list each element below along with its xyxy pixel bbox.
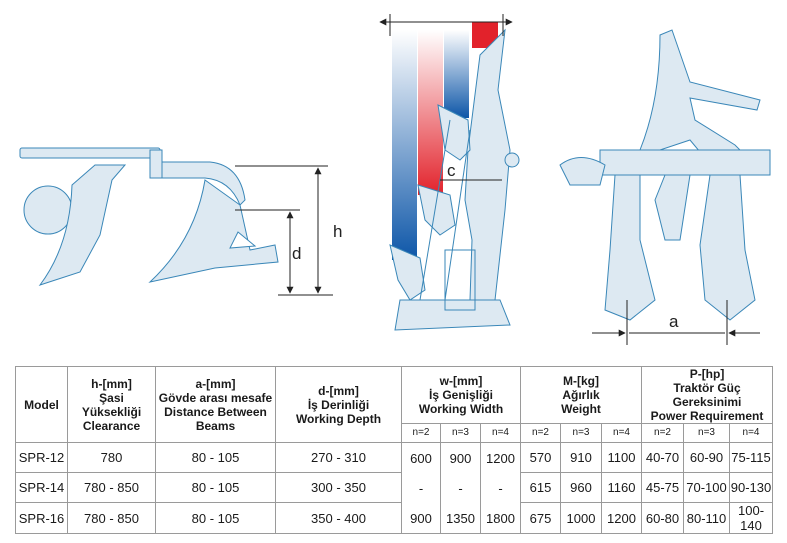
- cell-m-n2: 615: [520, 472, 562, 503]
- header-p: P-[hp] Traktör Güç Gereksinimi Power Req…: [641, 366, 774, 424]
- header-model: Model: [15, 366, 68, 443]
- sub-m-n4: n=4: [601, 423, 643, 443]
- cell-m-n4: 1200: [601, 502, 643, 534]
- header-a: a-[mm] Gövde arası mesafe Distance Betwe…: [155, 366, 276, 443]
- cell-width-n4: 1200 - 1800: [479, 442, 522, 534]
- cell-model: SPR-14: [15, 472, 68, 503]
- sub-p-n2: n=2: [641, 423, 685, 443]
- cell-width-n2: 600 - 900: [401, 442, 441, 534]
- cell-p-n3: 70-100: [683, 472, 731, 503]
- cell-p-n2: 45-75: [641, 472, 685, 503]
- cell-a: 80 - 105: [155, 472, 276, 503]
- header-w: w-[mm] İş Genişliği Working Width: [400, 366, 522, 424]
- cell-m-n3: 1000: [560, 502, 603, 534]
- cell-m-n4: 1100: [601, 442, 643, 473]
- cell-p-n2: 40-70: [641, 442, 685, 473]
- cell-m-n3: 910: [560, 442, 603, 473]
- cell-h: 780 - 850: [67, 502, 156, 534]
- table-row: SPR-12 780 80 - 105 270 - 310 600 - 900 …: [15, 442, 774, 534]
- sub-p-n3: n=3: [683, 423, 731, 443]
- plough-diagram: h d c: [19, 14, 771, 345]
- cell-p-n4: 75-115: [729, 442, 774, 473]
- cell-h: 780 - 850: [67, 472, 156, 503]
- cell-p-n2: 60-80: [641, 502, 685, 534]
- header-d: d-[mm] İş Derinliği Working Depth: [275, 366, 402, 443]
- cell-p-n4: 90-130: [729, 472, 774, 503]
- sub-w-n2: n=2: [401, 423, 441, 443]
- dimension-lines-side: [235, 165, 333, 296]
- dimension-h-label: h: [333, 222, 342, 241]
- cell-model: SPR-16: [15, 502, 68, 534]
- cell-h: 780: [67, 442, 156, 473]
- sub-w-n4: n=4: [479, 423, 522, 443]
- cell-p-n3: 80-110: [683, 502, 731, 534]
- cell-m-n4: 1160: [601, 472, 643, 503]
- table-row: SPR-16 780 - 850 80 - 105 350 - 400 675 …: [15, 502, 774, 534]
- dimension-a-label: a: [669, 312, 679, 331]
- specification-table: Model h-[mm] Şasi Yüksekliği Clearance a…: [15, 366, 774, 534]
- cell-d: 350 - 400: [275, 502, 402, 534]
- cell-model: SPR-12: [15, 442, 68, 473]
- cell-a: 80 - 105: [155, 442, 276, 473]
- cell-m-n3: 960: [560, 472, 603, 503]
- sub-m-n3: n=3: [560, 423, 603, 443]
- sub-p-n4: n=4: [729, 423, 774, 443]
- sub-w-n3: n=3: [440, 423, 481, 443]
- table-row: SPR-14 780 - 850 80 - 105 300 - 350 615 …: [15, 472, 774, 503]
- header-h: h-[mm] Şasi Yüksekliği Clearance: [67, 366, 156, 443]
- header-m: M-[kg] Ağırlık Weight: [520, 366, 643, 424]
- cell-width-n3: 900 - 1350: [440, 442, 481, 534]
- cell-m-n2: 675: [520, 502, 562, 534]
- rear-view: [559, 29, 771, 321]
- top-view: [389, 22, 520, 331]
- sub-m-n2: n=2: [520, 423, 562, 443]
- cell-a: 80 - 105: [155, 502, 276, 534]
- dimension-c-label: c: [447, 161, 456, 180]
- side-view: [19, 147, 279, 286]
- cell-p-n4: 100-140: [729, 502, 774, 534]
- dimension-lines-rear: [592, 300, 760, 345]
- dimension-lines-top: [379, 14, 513, 181]
- cell-m-n2: 570: [520, 442, 562, 473]
- cell-d: 300 - 350: [275, 472, 402, 503]
- cell-p-n3: 60-90: [683, 442, 731, 473]
- cell-d: 270 - 310: [275, 442, 402, 473]
- dimension-d-label: d: [292, 244, 301, 263]
